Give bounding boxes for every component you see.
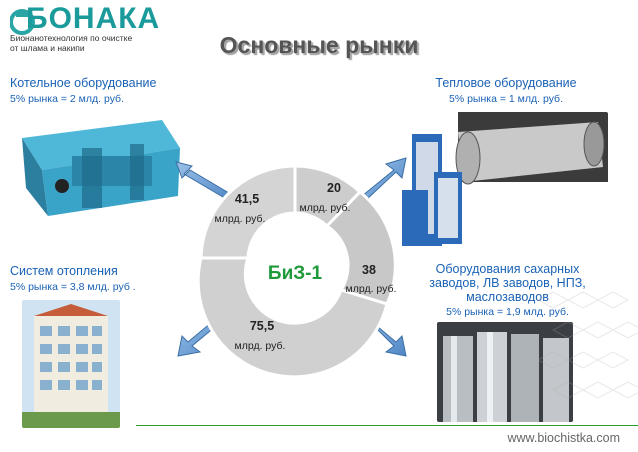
market-boiler-title: Котельное оборудование [10,76,157,90]
segment-unit-1: млрд. руб. [215,213,266,225]
market-plants-title-1: Оборудования сахарных [435,262,580,276]
building-image [22,300,120,428]
logo-tagline: Бионанотехнология по очистке от шлама и … [10,33,150,53]
segment-value-1: 41,5 [235,192,259,206]
logo-tagline-line-1: Бионанотехнология по очистке [10,33,133,43]
market-plants-share: 5% рынка = 1,9 млд. руб. [446,306,569,318]
market-ring-chart: 20 млрд. руб. 41,5 млрд. руб. 38 млрд. р… [175,157,407,379]
market-heat-share: 5% рынка = 1 млд. руб. [449,93,563,105]
logo-tagline-line-2: от шлама и накипи [10,43,85,53]
heat-exchanger-image [402,112,608,246]
segment-value-2: 20 [327,181,341,195]
logo-icon [10,9,35,35]
market-boiler-share: 5% рынка = 2 млд. руб. [10,93,124,105]
market-heating: Систем отопления 5% рынка = 3,8 млд. руб… [10,264,136,293]
footer-divider [136,425,638,426]
website-link[interactable]: www.biochistka.com [507,431,620,445]
market-plants-title-3: маслозаводов [466,290,549,304]
market-heating-share: 5% рынка = 3,8 млд. руб . [10,281,136,293]
market-heat-title: Тепловое оборудование [435,76,577,90]
market-heat: Тепловое оборудование 5% рынка = 1 млд. … [411,76,601,105]
boiler-equipment-image [22,120,180,216]
ring-segment-bottom [196,256,389,379]
market-plants-title-2: заводов, ЛВ заводов, НПЗ, [429,276,586,290]
arrow-top-left [175,161,235,201]
segment-unit-4: млрд. руб. [235,340,286,352]
arrow-top-right [361,157,407,201]
ring-segment-top-left [199,164,297,260]
ring-center-label: БиЗ-1 [268,263,323,284]
steel-tanks-image [437,322,573,422]
market-heating-title: Систем отопления [10,264,118,278]
segment-unit-2: млрд. руб. [300,202,351,214]
segment-unit-3: млрд. руб. [346,283,397,295]
page-title: Основные рынки [219,32,419,58]
logo-name: БОНАКА [26,2,161,35]
segment-value-4: 75,5 [250,319,274,333]
decorative-cubes [536,291,638,399]
market-boiler: Котельное оборудование 5% рынка = 2 млд.… [10,76,156,105]
market-plants: Оборудования сахарных заводов, ЛВ заводо… [410,262,605,318]
segment-value-3: 38 [362,263,376,277]
